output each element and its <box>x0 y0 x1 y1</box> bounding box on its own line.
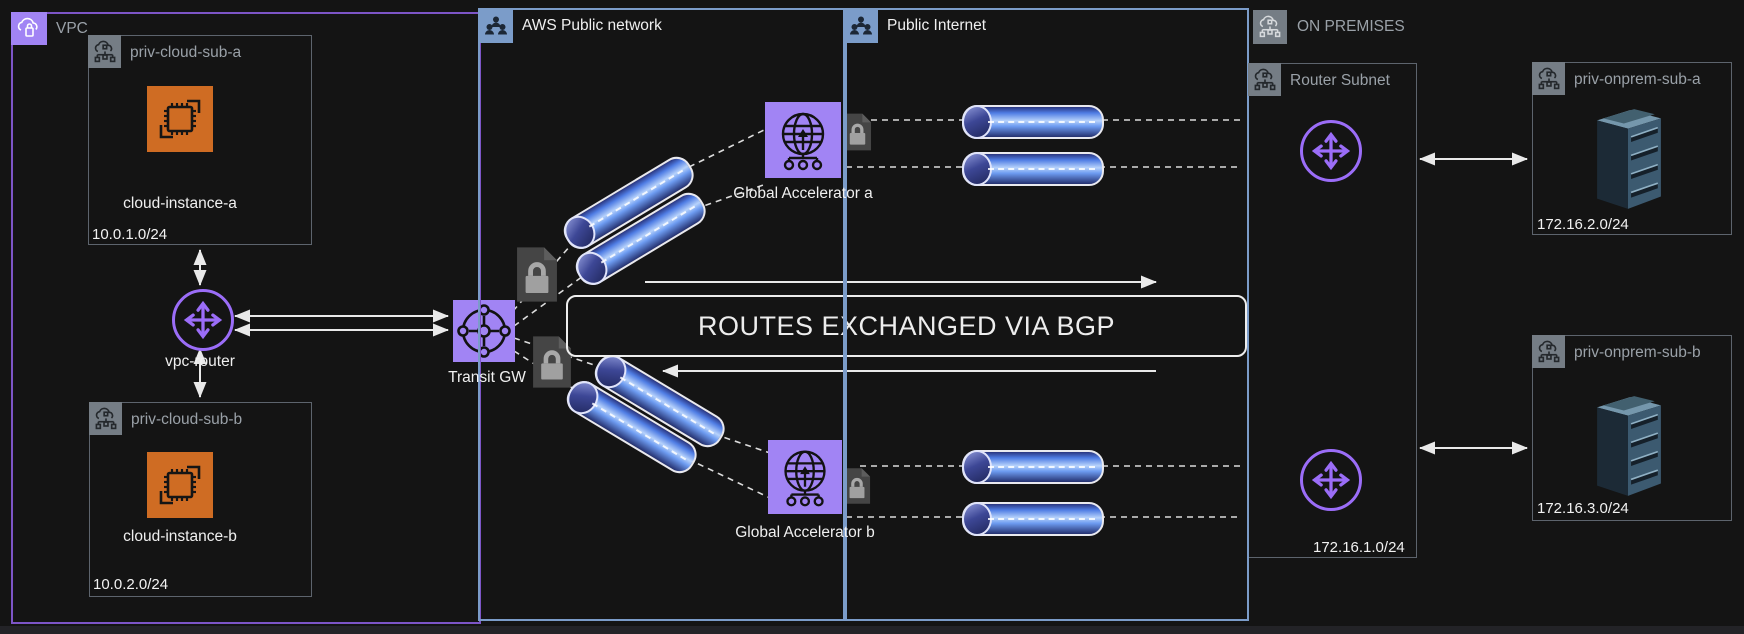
vpn-tunnel-tube <box>962 502 1104 536</box>
window-bottom-edge <box>0 626 1744 634</box>
vpn-tunnel-tube <box>962 450 1104 484</box>
ec2-instance-icon <box>147 452 213 518</box>
instance-label: cloud-instance-a <box>123 195 237 212</box>
lock-icon <box>843 110 872 159</box>
cidr-label: 10.0.1.0/24 <box>92 226 168 243</box>
vpc-cloud-lock-icon <box>11 12 47 45</box>
subnet-label: priv-onprem-sub-b <box>1574 344 1701 361</box>
bgp-annotation-box: ROUTES EXCHANGED VIA BGP <box>566 295 1247 357</box>
subnet-box-priv-cloud-sub-b <box>89 402 312 597</box>
subnet-label: priv-cloud-sub-b <box>131 411 243 428</box>
router-icon <box>1300 449 1362 511</box>
server-rack-icon <box>1595 106 1663 213</box>
lock-icon <box>515 246 559 308</box>
public-internet-label: Public Internet <box>887 17 987 34</box>
server-rack-icon <box>1595 393 1663 500</box>
users-icon <box>843 8 878 43</box>
subnet-box-priv-onprem-sub-b <box>1532 335 1732 521</box>
cidr-label: 172.16.3.0/24 <box>1537 500 1629 517</box>
global-accelerator-icon <box>765 102 841 178</box>
router-icon <box>172 289 234 351</box>
transit-gateway-icon <box>453 300 515 362</box>
subnet-box-priv-onprem-sub-a <box>1532 62 1732 235</box>
bgp-annotation-text: ROUTES EXCHANGED VIA BGP <box>697 310 1116 341</box>
transit-gw-label: Transit GW <box>448 369 526 386</box>
instance-label: cloud-instance-b <box>123 528 237 545</box>
subnet-label: priv-onprem-sub-a <box>1574 71 1701 88</box>
cidr-label: 10.0.2.0/24 <box>93 576 169 593</box>
private-subnet-icon <box>1248 63 1281 96</box>
private-subnet-icon <box>88 35 121 68</box>
global-accelerator-label: Global Accelerator b <box>735 524 875 541</box>
users-icon <box>478 8 513 43</box>
on-premises-icon <box>1253 10 1287 44</box>
router-icon <box>1300 120 1362 182</box>
private-subnet-icon <box>1532 335 1565 368</box>
cidr-label: 172.16.1.0/24 <box>1313 539 1405 556</box>
vpn-tunnel-tube <box>962 105 1104 139</box>
router-label: vpc-router <box>165 353 235 370</box>
private-subnet-icon <box>89 402 122 435</box>
global-accelerator-icon <box>768 440 842 514</box>
aws-public-network-label: AWS Public network <box>522 17 662 34</box>
subnet-label: Router Subnet <box>1290 72 1390 89</box>
solid-arrows <box>193 152 1528 455</box>
private-subnet-icon <box>1532 62 1565 95</box>
lock-icon <box>531 335 573 394</box>
on-premises-label: ON PREMISES <box>1297 18 1405 35</box>
vpn-tunnel-tube <box>962 152 1104 186</box>
cidr-label: 172.16.2.0/24 <box>1537 216 1629 233</box>
subnet-label: priv-cloud-sub-a <box>130 44 242 61</box>
vpc-region-label: VPC <box>56 20 88 37</box>
lock-icon <box>843 465 871 512</box>
ec2-instance-icon <box>147 86 213 152</box>
subnet-box-priv-cloud-sub-a <box>88 35 312 245</box>
global-accelerator-label: Global Accelerator a <box>733 185 873 202</box>
